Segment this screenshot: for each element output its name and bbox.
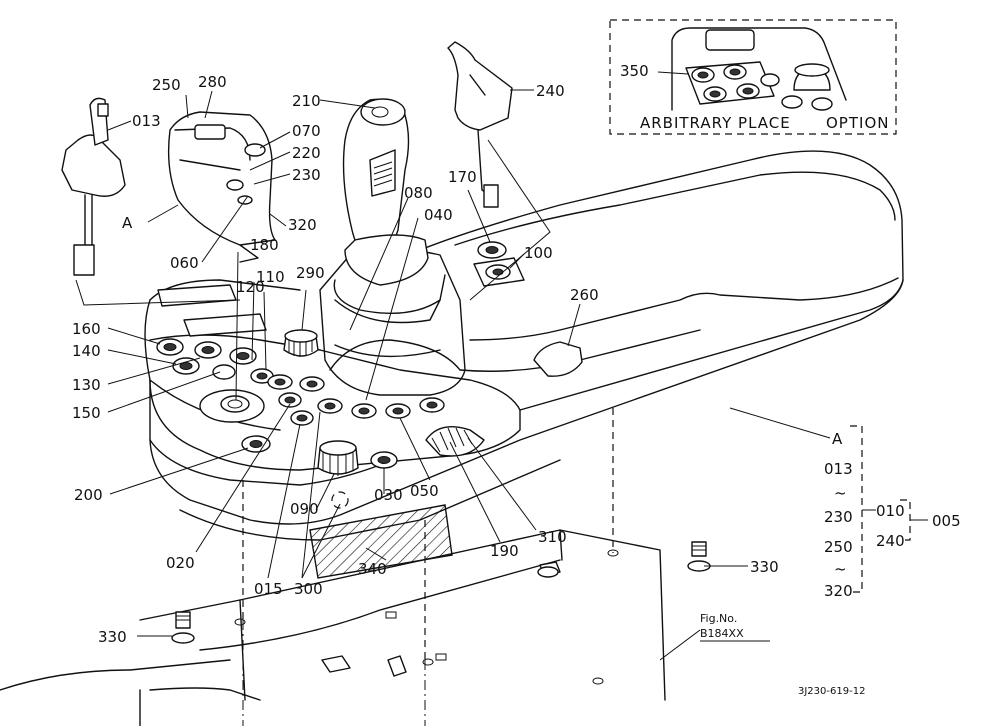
inset-caption-right: OPTION	[826, 114, 889, 132]
inset-caption: ARBITRARY PLACE OPTION	[640, 114, 889, 132]
callout-340: 340	[358, 560, 387, 578]
lever-013	[61, 97, 126, 276]
callout-040: 040	[424, 206, 453, 224]
bracket-r1-tilde: ~	[834, 484, 847, 502]
fig-ref-line1: Fig.No.	[700, 612, 737, 625]
callout-310: 310	[538, 528, 567, 546]
callout-140: 140	[72, 342, 101, 360]
fig-ref-line2: B184XX	[700, 627, 744, 640]
callout-280: 280	[198, 73, 227, 91]
bracket-r1-top: 013	[824, 460, 853, 478]
callout-A: A	[122, 214, 133, 232]
lever-240	[447, 41, 513, 208]
callout-060: 060	[170, 254, 199, 272]
callout-020: 020	[166, 554, 195, 572]
bracket-sub-top: 010	[876, 502, 905, 520]
drawing-code: 3J230-619-12	[798, 686, 865, 697]
callout-320: 320	[288, 216, 317, 234]
joystick	[333, 98, 446, 314]
assembly-bracket: A 013 ~ 230 250 ~ 320 010 240 005	[824, 430, 961, 600]
callout-350: 350	[620, 62, 649, 80]
bracket-a: A	[832, 430, 843, 448]
callout-250: 250	[152, 76, 181, 94]
callout-050: 050	[410, 482, 439, 500]
option-inset	[609, 19, 897, 135]
callout-240: 240	[536, 82, 565, 100]
hidden-lines	[242, 408, 614, 726]
bracket-assy: 005	[932, 512, 961, 530]
callout-080: 080	[404, 184, 433, 202]
callout-330-left: 330	[98, 628, 127, 646]
callout-300: 300	[294, 580, 323, 598]
leader-lines	[75, 71, 831, 661]
figure-reference: Fig.No. B184XX	[700, 612, 770, 642]
callout-labels: 013 250 280 210 240 070 220 230 320 060 …	[72, 62, 779, 646]
callout-090: 090	[290, 500, 319, 518]
callout-330-right: 330	[750, 558, 779, 576]
callout-110: 110	[256, 268, 285, 286]
callout-210: 210	[292, 92, 321, 110]
assembly-bracket-lines	[850, 425, 928, 593]
inset-caption-left: ARBITRARY PLACE	[640, 114, 791, 132]
callout-015: 015	[254, 580, 283, 598]
callout-170: 170	[448, 168, 477, 186]
callout-130: 130	[72, 376, 101, 394]
bracket-r1-bottom: 230	[824, 508, 853, 526]
callout-150: 150	[72, 404, 101, 422]
callout-030: 030	[374, 486, 403, 504]
callout-200: 200	[74, 486, 103, 504]
callout-160: 160	[72, 320, 101, 338]
bracket-r2-tilde: ~	[834, 560, 847, 578]
bracket-r2-bottom: 320	[824, 582, 853, 600]
bracket-sub-bottom: 240	[876, 532, 905, 550]
side-box-250	[167, 111, 276, 263]
callout-260: 260	[570, 286, 599, 304]
callout-070: 070	[292, 122, 321, 140]
panel-controls	[156, 241, 583, 509]
callout-120: 120	[236, 278, 265, 296]
label-plate	[309, 504, 453, 579]
callout-180: 180	[250, 236, 279, 254]
callout-230: 230	[292, 166, 321, 184]
callout-290: 290	[296, 264, 325, 282]
callout-220: 220	[292, 144, 321, 162]
console-body	[0, 150, 904, 726]
callout-100: 100	[524, 244, 553, 262]
bracket-r2-top: 250	[824, 538, 853, 556]
callout-013: 013	[132, 112, 161, 130]
callout-190: 190	[490, 542, 519, 560]
